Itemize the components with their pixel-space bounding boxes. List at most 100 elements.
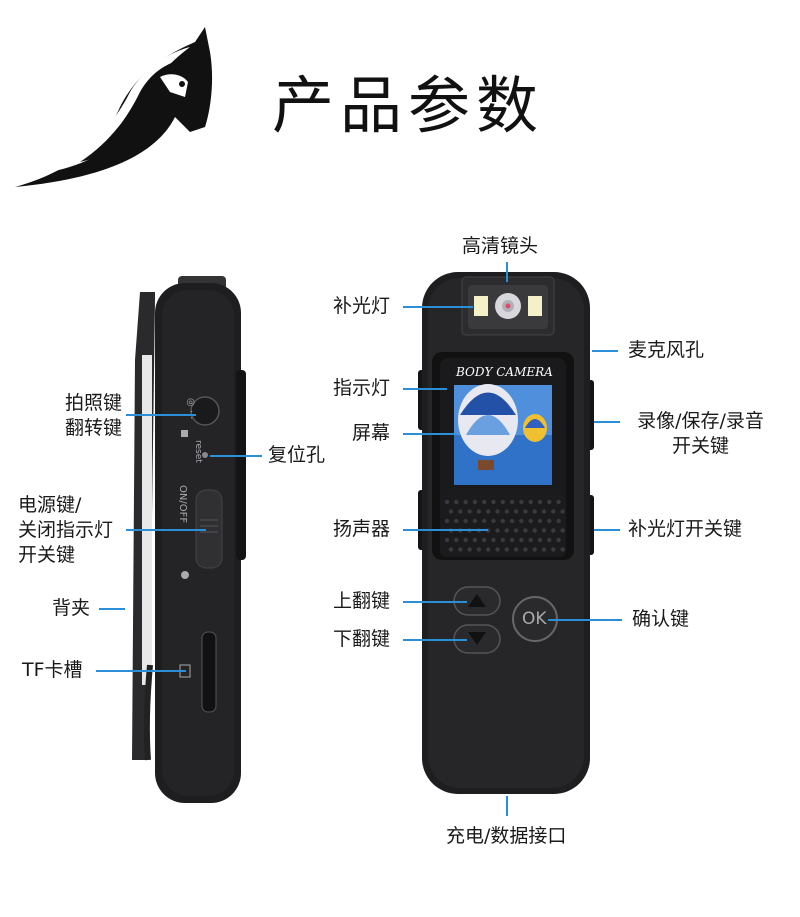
speaker-hole <box>509 537 515 543</box>
speaker-hole <box>547 499 552 505</box>
speaker-hole <box>547 518 552 524</box>
speaker-hole <box>509 518 515 524</box>
label-power-line3: 开关键 <box>18 544 76 566</box>
label-photo-line1: 拍照键 <box>64 392 122 414</box>
line-indicator <box>403 388 447 390</box>
speaker-hole <box>463 518 468 524</box>
speaker-hole <box>463 499 468 505</box>
speaker-hole <box>528 499 533 505</box>
speaker-hole <box>504 547 509 552</box>
speaker-hole <box>532 509 537 514</box>
line-mic <box>592 350 618 352</box>
line-screen <box>403 433 455 435</box>
label-record-line2: 开关键 <box>671 435 729 457</box>
speaker-hole <box>491 518 496 524</box>
speaker-hole <box>454 518 459 524</box>
speaker-hole <box>513 547 519 552</box>
speaker-hole <box>444 537 450 543</box>
speaker-hole <box>523 547 528 552</box>
speaker-hole <box>509 499 515 505</box>
speaker-hole <box>513 509 519 514</box>
speaker-hole <box>458 509 463 514</box>
horse-logo-icon <box>15 27 213 187</box>
speaker-hole <box>448 509 454 514</box>
speaker-hole <box>486 509 491 514</box>
label-power-line1: 电源键/ <box>18 494 82 516</box>
label-confirm: 确认键 <box>632 608 690 630</box>
ok-button-text: OK <box>522 609 547 629</box>
speaker-hole <box>491 537 496 543</box>
speaker-hole <box>491 499 496 505</box>
speaker-hole <box>467 547 472 552</box>
label-down: 下翻键 <box>333 628 391 650</box>
speaker-hole <box>560 528 565 533</box>
svg-text:ON/OFF: ON/OFF <box>177 485 188 523</box>
speaker-hole <box>528 518 533 524</box>
label-speaker: 扬声器 <box>333 518 391 540</box>
page-title: 产品参数 <box>272 69 545 142</box>
screen-brand-text: BODY CAMERA <box>456 365 553 379</box>
label-charge: 充电/数据接口 <box>446 825 567 847</box>
speaker-hole <box>532 547 537 552</box>
speaker-hole <box>458 547 463 552</box>
speaker-hole <box>537 518 543 524</box>
line-speaker <box>403 529 488 531</box>
speaker-hole <box>463 537 468 543</box>
speaker-hole <box>556 499 561 505</box>
speaker-hole <box>444 518 450 524</box>
line-clip <box>99 608 125 610</box>
line-up <box>403 601 467 603</box>
speaker-hole <box>519 499 524 505</box>
speaker-hole <box>504 528 509 533</box>
label-indicator: 指示灯 <box>333 377 391 399</box>
svg-text:◎ ···: ◎ ··· <box>185 398 196 419</box>
line-down <box>403 639 467 641</box>
speaker-hole <box>500 518 505 524</box>
speaker-hole <box>482 499 487 505</box>
label-screen: 屏幕 <box>352 422 391 444</box>
speaker-hole <box>560 547 565 552</box>
speaker-hole <box>476 509 482 514</box>
label-record: 录像/保存/录音 开关键 <box>628 409 773 459</box>
speaker-hole <box>454 499 459 505</box>
label-up: 上翻键 <box>333 590 391 612</box>
line-tf <box>96 670 186 672</box>
speaker-hole <box>519 537 524 543</box>
speaker-hole <box>523 528 528 533</box>
line-confirm <box>548 619 622 621</box>
speaker-hole <box>537 537 543 543</box>
speaker-hole <box>541 547 547 552</box>
label-photo: 拍照键 翻转键 <box>50 391 122 441</box>
label-fill-light: 补光灯 <box>333 295 391 317</box>
speaker-hole <box>504 509 509 514</box>
speaker-hole <box>472 518 478 524</box>
line-photo <box>126 414 196 416</box>
speaker-hole <box>472 499 478 505</box>
speaker-hole <box>519 518 524 524</box>
speaker-hole <box>551 528 556 533</box>
label-power: 电源键/ 关闭指示灯 开关键 <box>18 493 113 568</box>
line-reset <box>210 455 262 457</box>
speaker-hole <box>500 537 505 543</box>
line-power <box>126 529 206 531</box>
speaker-hole <box>495 509 500 514</box>
speaker-hole <box>556 537 561 543</box>
label-photo-line2: 翻转键 <box>64 417 122 439</box>
speaker-hole <box>444 499 450 505</box>
speaker-hole <box>482 537 487 543</box>
speaker-hole <box>532 528 537 533</box>
speaker-hole <box>495 547 500 552</box>
line-fill-switch <box>594 529 620 531</box>
reset-print: reset <box>193 440 203 463</box>
label-clip: 背夹 <box>52 597 91 619</box>
line-lens <box>506 262 508 282</box>
speaker-hole <box>500 499 505 505</box>
speaker-hole <box>528 537 533 543</box>
label-record-line1: 录像/保存/录音 <box>637 410 764 432</box>
speaker-hole <box>467 509 472 514</box>
speaker-hole <box>476 547 482 552</box>
line-fill-light <box>403 306 473 308</box>
speaker-hole <box>551 509 556 514</box>
label-mic: 麦克风孔 <box>628 339 705 361</box>
speaker-hole <box>482 518 487 524</box>
